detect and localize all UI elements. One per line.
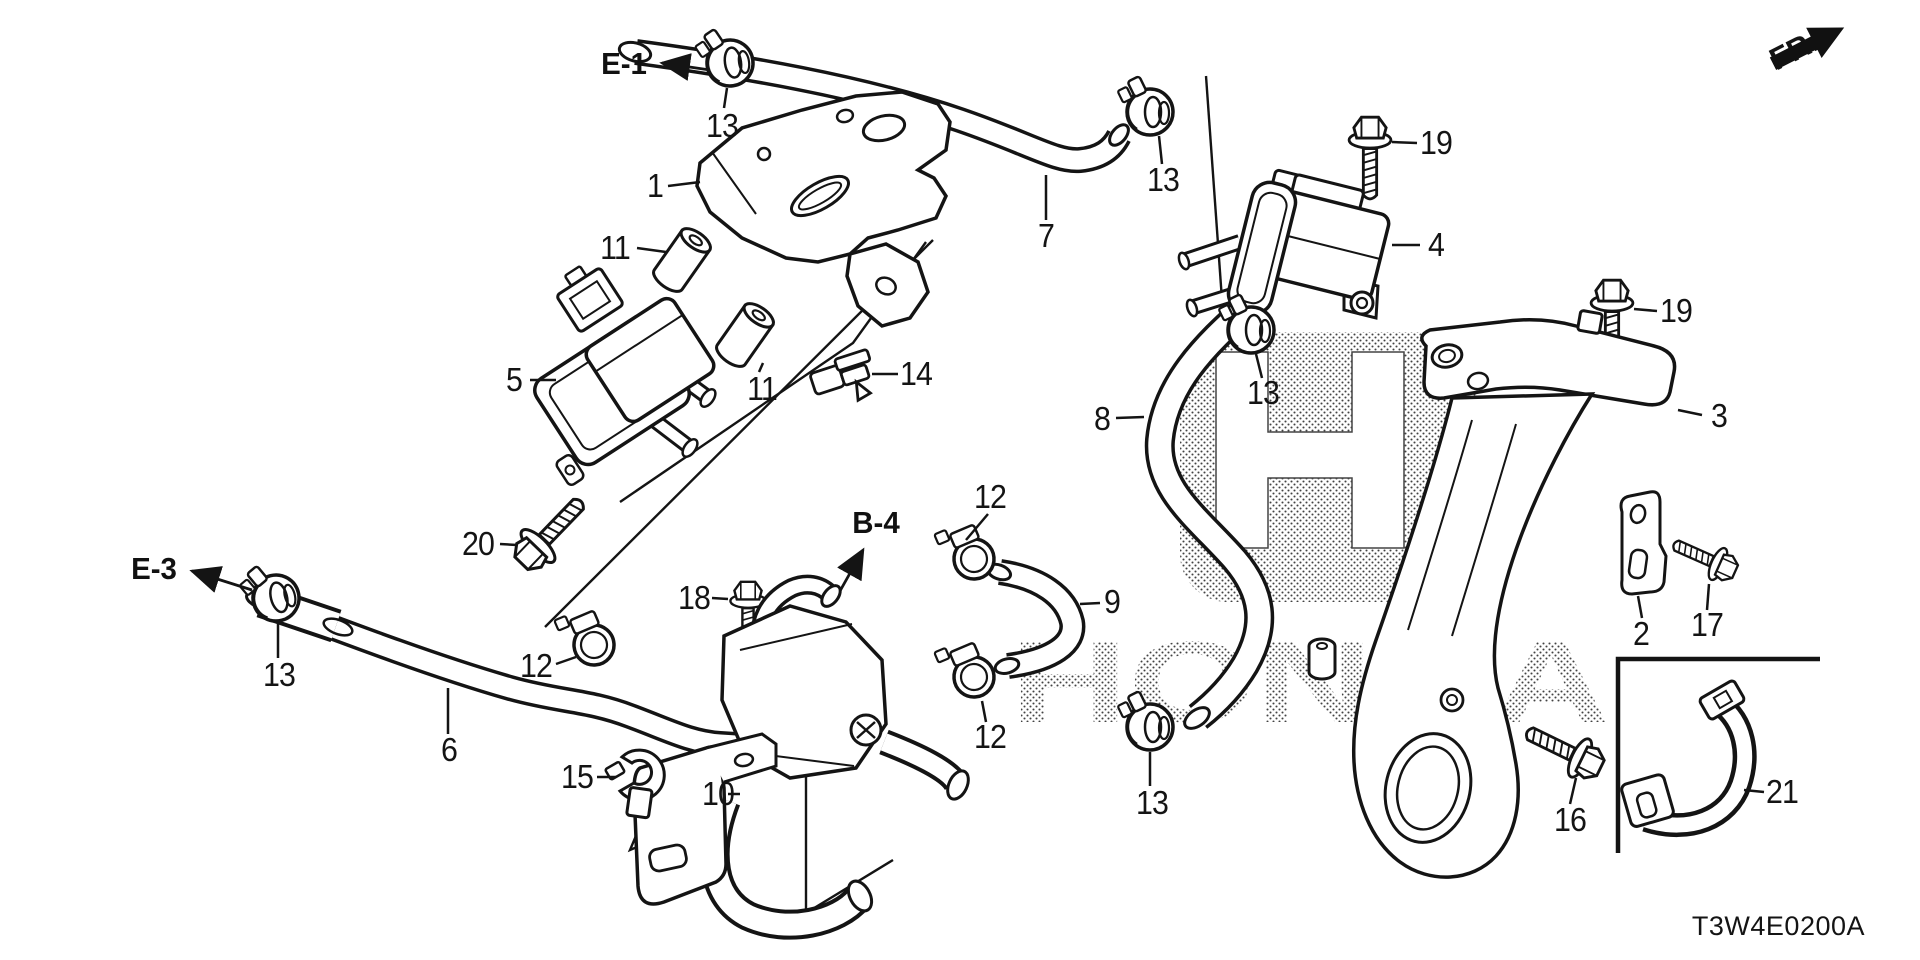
- honda-h-watermark: [1215, 351, 1405, 549]
- ref-arrow-b4: [837, 547, 865, 592]
- leader-line-11-9: [757, 362, 765, 373]
- leader-line-16-27: [1568, 777, 1578, 805]
- bracket-1: [695, 90, 952, 328]
- watermark-honda-emblem: [1180, 332, 1476, 602]
- bracket-3: [1307, 309, 1677, 879]
- leader-line-19-6: [1633, 307, 1658, 313]
- leader-line-20-12: [499, 542, 518, 547]
- leader-line-2-25: [1636, 595, 1644, 619]
- leader-line-9-20: [1079, 601, 1101, 606]
- leader-line-13-24: [1254, 353, 1264, 379]
- ref-arrow-e3: [189, 566, 253, 593]
- valve-10: [632, 574, 970, 940]
- leader-line-12-21: [980, 700, 988, 723]
- leader-line-12-15: [555, 655, 577, 666]
- subassembly-box-21: [1615, 656, 1820, 853]
- ref-arrow-e1: [659, 53, 711, 81]
- hose-9: [985, 559, 1086, 679]
- leader-line-11-8: [636, 246, 667, 254]
- leader-line-1-0: [667, 180, 701, 188]
- bracket-2: [1619, 490, 1668, 596]
- leader-line-18-18: [711, 596, 729, 601]
- valve-4: [1177, 168, 1391, 320]
- fr-direction-indicator: FR.: [1764, 23, 1845, 78]
- leader-line-13-1: [722, 87, 729, 109]
- valve-5: [533, 265, 717, 486]
- clip-15: [604, 748, 666, 820]
- clip-14: [809, 348, 873, 403]
- fr-arrow-icon: [1769, 27, 1845, 71]
- bracket-21: [1620, 679, 1757, 838]
- leader-line-13-3: [1157, 135, 1164, 165]
- diagram-code: T3W4E0200A: [1691, 911, 1865, 941]
- leader-line-19-4: [1391, 140, 1418, 145]
- leader-line-21-28: [1743, 788, 1765, 794]
- leader-line-3-7: [1677, 408, 1703, 417]
- leader-line-12-19: [965, 513, 989, 541]
- leader-line-8-23: [1115, 415, 1145, 420]
- leader-line-17-26: [1705, 583, 1711, 611]
- watermark-honda-text: HONDA: [1010, 617, 1610, 747]
